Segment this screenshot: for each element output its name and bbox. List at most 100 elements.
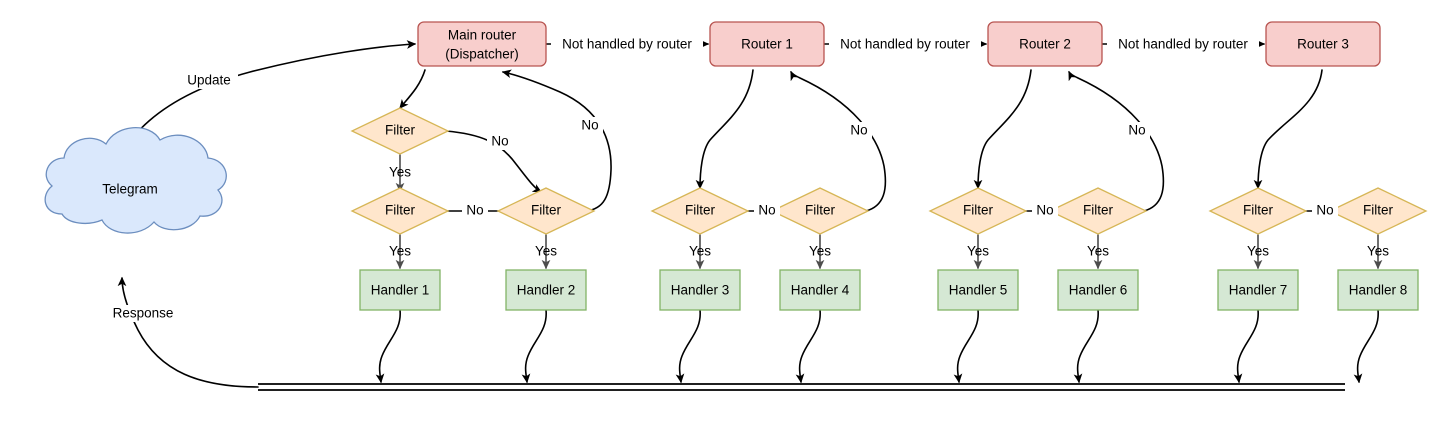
label-no-c-chain: No bbox=[1032, 203, 1058, 220]
handler-1-label: Handler 1 bbox=[371, 283, 430, 298]
filter-a1-label: Filter bbox=[385, 123, 416, 138]
label-no-a-return: No bbox=[577, 117, 603, 134]
filter-d2-label: Filter bbox=[1363, 203, 1394, 218]
filter-c1-node[interactable]: Filter bbox=[928, 187, 1028, 235]
svg-text:Yes: Yes bbox=[535, 244, 557, 259]
edge-handler1-to-collector bbox=[375, 309, 401, 384]
filter-b2-label: Filter bbox=[805, 203, 836, 218]
svg-text:Yes: Yes bbox=[967, 244, 989, 259]
edge-router2-to-filter-c1 bbox=[973, 69, 1032, 190]
handler-7-box bbox=[1217, 269, 1299, 311]
router-2-label: Router 2 bbox=[1019, 37, 1071, 52]
svg-text:Yes: Yes bbox=[1247, 244, 1269, 259]
edge-handler8-to-collector bbox=[1353, 309, 1379, 384]
handler-6-box bbox=[1057, 269, 1139, 311]
filter-a2-label: Filter bbox=[531, 203, 562, 218]
label-yes-8: Yes bbox=[1247, 244, 1269, 259]
svg-text:Yes: Yes bbox=[809, 244, 831, 259]
router-2-node[interactable]: Router 2 bbox=[987, 21, 1103, 67]
filter-d2-node[interactable]: Filter bbox=[1328, 187, 1428, 235]
main-router-label-line1: Main router bbox=[448, 28, 517, 43]
edge-filter-a2-no-return bbox=[501, 69, 612, 212]
svg-text:Yes: Yes bbox=[1087, 244, 1109, 259]
edge-handler3-to-collector bbox=[675, 309, 701, 384]
label-response: Response bbox=[104, 305, 182, 322]
handler-4-box bbox=[779, 269, 861, 311]
filter-d1-label: Filter bbox=[1243, 203, 1274, 218]
svg-text:No: No bbox=[1128, 123, 1145, 138]
router-2-box bbox=[987, 21, 1103, 67]
telegram-label: Telegram bbox=[102, 182, 158, 197]
handler-3-node[interactable]: Handler 3 bbox=[659, 269, 741, 311]
filter-c1-diamond bbox=[928, 187, 1028, 235]
label-not-handled-1: Not handled by router bbox=[551, 36, 703, 53]
svg-text:No: No bbox=[850, 123, 867, 138]
main-router-box bbox=[417, 21, 547, 67]
edge-router3-to-filter-d1 bbox=[1253, 69, 1323, 190]
label-not-handled-2: Not handled by router bbox=[829, 36, 981, 53]
router-1-box bbox=[709, 21, 825, 67]
filter-d1-diamond bbox=[1208, 187, 1308, 235]
handler-1-box bbox=[359, 269, 441, 311]
filter-c1-label: Filter bbox=[963, 203, 994, 218]
main-router-label-line2: (Dispatcher) bbox=[445, 47, 519, 62]
label-yes-2: Yes bbox=[389, 244, 411, 259]
label-no-b-chain: No bbox=[754, 203, 780, 220]
filter-b2-node[interactable]: Filter bbox=[770, 187, 870, 235]
filter-b2-diamond bbox=[770, 187, 870, 235]
label-yes-3: Yes bbox=[535, 244, 557, 259]
handler-3-label: Handler 3 bbox=[671, 283, 730, 298]
main-router-node[interactable]: Main router (Dispatcher) bbox=[417, 21, 547, 67]
label-not-handled-3: Not handled by router bbox=[1107, 36, 1259, 53]
router-3-node[interactable]: Router 3 bbox=[1265, 21, 1381, 67]
telegram-cloud-node[interactable]: Telegram bbox=[44, 127, 227, 234]
svg-text:No: No bbox=[1316, 203, 1333, 218]
handler-4-label: Handler 4 bbox=[791, 283, 850, 298]
router-1-label: Router 1 bbox=[741, 37, 793, 52]
handler-3-box bbox=[659, 269, 741, 311]
edge-filter-a1-no bbox=[445, 130, 543, 193]
label-yes-6: Yes bbox=[967, 244, 989, 259]
svg-text:Response: Response bbox=[113, 306, 174, 321]
handler-2-box bbox=[505, 269, 587, 311]
filter-a1-node[interactable]: Filter bbox=[350, 107, 450, 155]
handler-1-node[interactable]: Handler 1 bbox=[359, 269, 441, 311]
edge-filter-c2-no-return bbox=[1068, 70, 1165, 212]
filter-b1-diamond bbox=[650, 187, 750, 235]
svg-text:No: No bbox=[758, 203, 775, 218]
svg-text:Yes: Yes bbox=[689, 244, 711, 259]
router-1-node[interactable]: Router 1 bbox=[709, 21, 825, 67]
filter-b1-node[interactable]: Filter bbox=[650, 187, 750, 235]
label-yes-7: Yes bbox=[1087, 244, 1109, 259]
handler-5-node[interactable]: Handler 5 bbox=[937, 269, 1019, 311]
filter-a3-node[interactable]: Filter bbox=[350, 187, 450, 235]
filter-a3-diamond bbox=[350, 187, 450, 235]
svg-text:No: No bbox=[1036, 203, 1053, 218]
label-yes-9: Yes bbox=[1367, 244, 1389, 259]
filter-a2-node[interactable]: Filter bbox=[496, 187, 596, 235]
label-update: Update bbox=[180, 72, 238, 89]
filter-d1-node[interactable]: Filter bbox=[1208, 187, 1308, 235]
svg-text:Yes: Yes bbox=[389, 165, 411, 180]
handler-6-node[interactable]: Handler 6 bbox=[1057, 269, 1139, 311]
handler-8-node[interactable]: Handler 8 bbox=[1337, 269, 1419, 311]
edge-mainrouter-to-filter-a1 bbox=[399, 69, 426, 109]
handler-2-node[interactable]: Handler 2 bbox=[505, 269, 587, 311]
label-no-b-return: No bbox=[846, 122, 872, 139]
handler-7-node[interactable]: Handler 7 bbox=[1217, 269, 1299, 311]
filter-b1-label: Filter bbox=[685, 203, 716, 218]
handler-4-node[interactable]: Handler 4 bbox=[779, 269, 861, 311]
edge-handler2-to-collector bbox=[521, 309, 547, 384]
label-yes-1: Yes bbox=[389, 165, 411, 180]
filter-a3-label: Filter bbox=[385, 203, 416, 218]
handler-7-label: Handler 7 bbox=[1229, 283, 1288, 298]
filter-c2-diamond bbox=[1048, 187, 1148, 235]
edge-filter-b2-no-return bbox=[790, 70, 887, 212]
filter-d2-diamond bbox=[1328, 187, 1428, 235]
filter-c2-node[interactable]: Filter bbox=[1048, 187, 1148, 235]
handler-5-box bbox=[937, 269, 1019, 311]
handler-8-box bbox=[1337, 269, 1419, 311]
svg-text:No: No bbox=[466, 203, 483, 218]
